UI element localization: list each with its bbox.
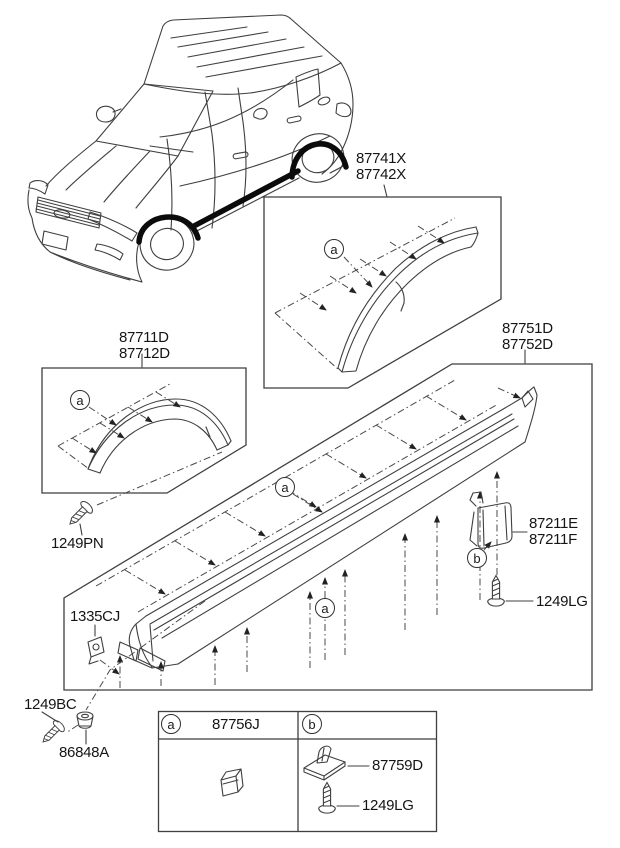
callout-a-sill-upper: a [275, 477, 295, 497]
part-number-text[interactable]: 87211F [529, 531, 577, 548]
callout-a-legend-header: a [161, 714, 181, 734]
part-number-text[interactable]: 87741X [356, 150, 406, 167]
part-number-text[interactable]: 86848A [59, 744, 109, 761]
callout-a-sill-lower: a [315, 598, 335, 618]
rear-arch-moulding-drawing [337, 226, 479, 373]
sill-screw-part-label[interactable]: 1249LG [536, 594, 588, 610]
sill-end-clip-part-label[interactable]: 1335CJ [70, 609, 120, 625]
part-number-text[interactable]: 87211E [529, 515, 578, 532]
sill-clip-87211-drawing [469, 491, 513, 549]
front-arch-moulding-drawing [87, 398, 232, 474]
grommet-86848a-icon [65, 711, 94, 745]
callout-a-rear-arch: a [324, 239, 344, 259]
screw-1249lg-icon [487, 574, 534, 607]
legend-a-part-label[interactable]: 87756J [212, 716, 260, 733]
callout-b-sill-clip: b [467, 548, 487, 568]
callout-letter: a [76, 392, 84, 408]
car-illustration [27, 14, 354, 283]
front-arch-screw-part-label[interactable]: 1249PN [51, 535, 104, 552]
rear-arch-part-label[interactable]: 87741X 87742X [356, 151, 406, 183]
screw-1249lg-legend-icon [318, 781, 360, 814]
callout-letter: a [330, 241, 338, 257]
side-sill-box [63, 349, 593, 711]
callout-b-legend-header: b [302, 714, 322, 734]
clip-87756j-icon [220, 768, 244, 797]
callout-letter: a [167, 716, 175, 732]
clip-1335cj-icon [87, 624, 105, 665]
front-arch-box [41, 353, 247, 506]
rear-arch-box [262, 184, 502, 389]
side-sill-moulding-drawing [117, 386, 538, 672]
front-arch-part-label[interactable]: 87711D 87712D [119, 330, 170, 362]
side-sill-part-label[interactable]: 87751D 87752D [502, 321, 553, 353]
callout-a-front-arch: a [70, 390, 90, 410]
clip-87759d-icon [303, 745, 370, 781]
callout-letter: b [473, 550, 481, 566]
part-number-text[interactable]: 1335CJ [70, 608, 120, 625]
callout-letter: a [321, 600, 329, 616]
callout-letter: b [308, 716, 316, 732]
legend-b-clip-part-label[interactable]: 87759D [372, 758, 423, 774]
screw-1249pn-icon [64, 498, 96, 536]
part-number-text[interactable]: 87712D [119, 345, 170, 362]
legend-b-screw-part-label[interactable]: 1249LG [362, 798, 414, 814]
part-number-text[interactable]: 1249LG [362, 797, 414, 814]
part-number-text[interactable]: 87751D [502, 320, 553, 337]
highlighted-side-mouldings [136, 141, 349, 245]
part-number-text[interactable]: 87752D [502, 336, 553, 353]
screw-1249bc-icon [37, 711, 67, 748]
part-number-text[interactable]: 1249PN [51, 535, 104, 552]
part-number-text[interactable]: 87756J [212, 716, 260, 733]
callout-letter: a [281, 479, 289, 495]
legend-table [157, 710, 438, 833]
part-number-text[interactable]: 87742X [356, 166, 406, 183]
part-number-text[interactable]: 1249BC [24, 696, 77, 713]
sill-clip-part-label[interactable]: 87211E 87211F [529, 516, 578, 548]
sill-end-grommet-part-label[interactable]: 86848A [59, 745, 109, 761]
part-number-text[interactable]: 87711D [119, 329, 169, 346]
part-number-text[interactable]: 1249LG [536, 593, 588, 610]
sill-end-screw-part-label[interactable]: 1249BC [24, 696, 77, 713]
part-number-text[interactable]: 87759D [372, 757, 423, 774]
